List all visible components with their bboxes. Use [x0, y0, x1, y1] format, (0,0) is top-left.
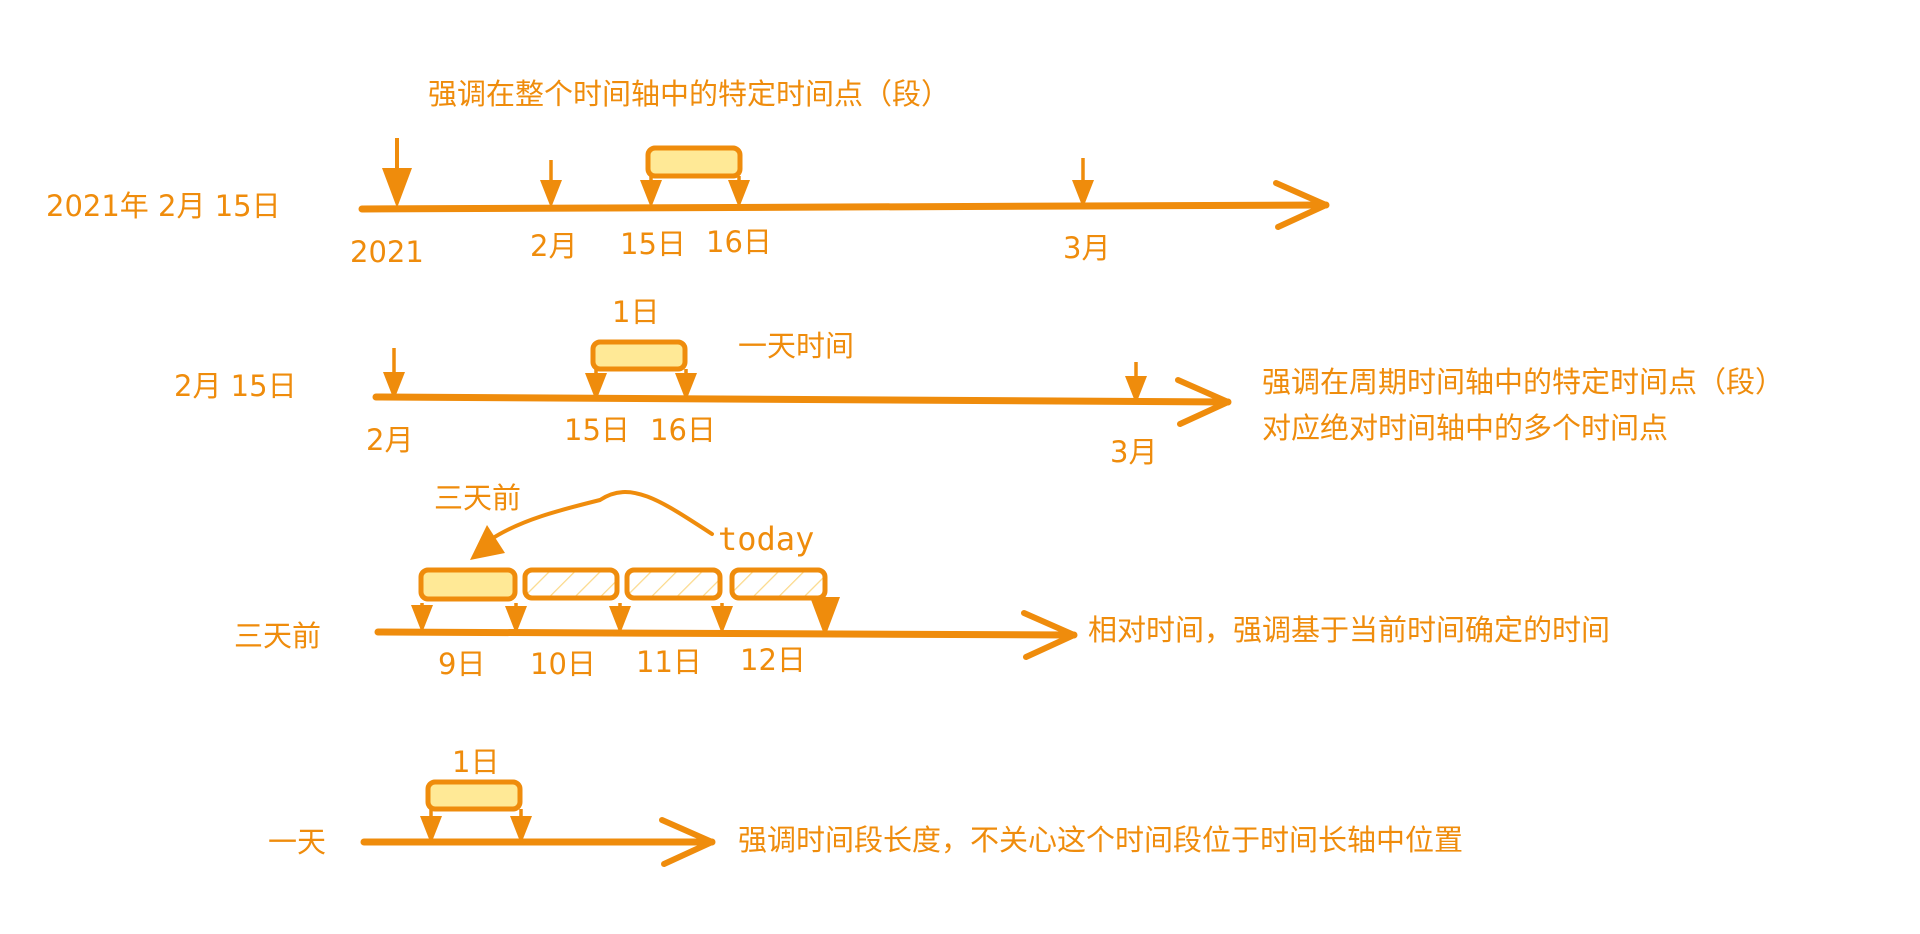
row-duration: 一天 1日 强调时间段长度，不关心这个时间段位于时间长轴中位置: [268, 745, 1463, 867]
tick-arrow-head: [420, 816, 442, 844]
row-relative-marks: [374, 490, 1078, 660]
tick-arrow-head: [505, 606, 527, 634]
tick-label: 12日: [740, 643, 806, 677]
row-label: 三天前: [234, 619, 321, 653]
tick-arrow-head: [609, 606, 631, 634]
description-line: 相对时间，强调基于当前时间确定的时间: [1088, 613, 1610, 647]
side-note: 一天时间: [738, 329, 854, 363]
day-box: [425, 779, 523, 812]
tick-label: 10日: [530, 647, 596, 681]
box-label: 1日: [612, 295, 659, 329]
tick-arrow-head: [1072, 180, 1094, 208]
relative-curve-arrow: [488, 490, 714, 542]
axis-arrowhead: [659, 817, 715, 867]
tick-arrow-head: [540, 180, 562, 208]
tick-label: 2月: [530, 229, 577, 263]
tick-label: 3月: [1110, 435, 1157, 469]
row-label: 2021年 2月 15日: [46, 189, 281, 223]
description-line: 强调时间段长度，不关心这个时间段位于时间长轴中位置: [738, 823, 1463, 857]
row-relative: 三天前 三天前 today 9日 10日 11日 12日 相对时间，强调基于当前…: [234, 481, 1610, 681]
header-title: 强调在整个时间轴中的特定时间点（段）: [428, 77, 950, 111]
row-absolute: 2021年 2月 15日 2021 2月 15日 16日 3月: [46, 138, 1330, 269]
curve-end-label: 三天前: [434, 481, 521, 515]
day-box-hatched: [624, 567, 723, 601]
row-label: 一天: [268, 825, 326, 859]
description-line: 强调在周期时间轴中的特定时间点（段）: [1262, 365, 1784, 399]
tick-label: 9日: [438, 647, 485, 681]
box-label: 1日: [452, 745, 499, 779]
day-box: [645, 145, 743, 179]
day-box-hatched: [522, 567, 620, 601]
tick-arrow-head: [382, 168, 412, 208]
row-duration-marks: [360, 779, 716, 867]
curve-start-label: today: [718, 520, 814, 558]
curve-arrowhead: [470, 525, 505, 560]
timeline-axis: [358, 201, 1330, 213]
row-periodic: 2月 15日 1日 一天时间 2月 15日 16日 3月 强调在周期时间轴中的特…: [174, 295, 1784, 469]
tick-arrow-head: [383, 372, 405, 400]
row-periodic-marks: [372, 339, 1232, 427]
tick-label: 2月: [366, 423, 413, 457]
tick-arrow-head: [411, 605, 433, 633]
row-absolute-marks: [358, 138, 1330, 230]
day-box-hatched: [729, 567, 828, 601]
tick-arrow-head: [728, 180, 750, 208]
tick-arrow-head: [675, 373, 697, 401]
tick-arrow-head: [1125, 376, 1147, 404]
tick-label: 15日: [620, 227, 686, 261]
tick-arrow-head: [711, 606, 733, 634]
tick-label: 16日: [706, 225, 772, 259]
tick-label: 2021: [350, 235, 424, 269]
timeline-axis: [372, 393, 1232, 406]
tick-arrow-head: [585, 373, 607, 401]
tick-label: 16日: [650, 413, 716, 447]
day-box: [418, 567, 518, 602]
tick-arrow-head: [510, 816, 532, 844]
axis-arrowhead: [1175, 377, 1231, 427]
axis-arrowhead: [1021, 610, 1077, 660]
tick-arrow-head: [810, 597, 840, 637]
row-label: 2月 15日: [174, 369, 297, 403]
tick-label: 3月: [1063, 231, 1110, 265]
timeline-axis: [374, 628, 1078, 639]
axis-arrowhead: [1273, 180, 1329, 230]
tick-arrow-head: [640, 180, 662, 208]
tick-label: 11日: [636, 645, 702, 679]
tick-label: 15日: [564, 413, 630, 447]
description-line: 对应绝对时间轴中的多个时间点: [1262, 411, 1668, 445]
day-box: [590, 339, 688, 372]
